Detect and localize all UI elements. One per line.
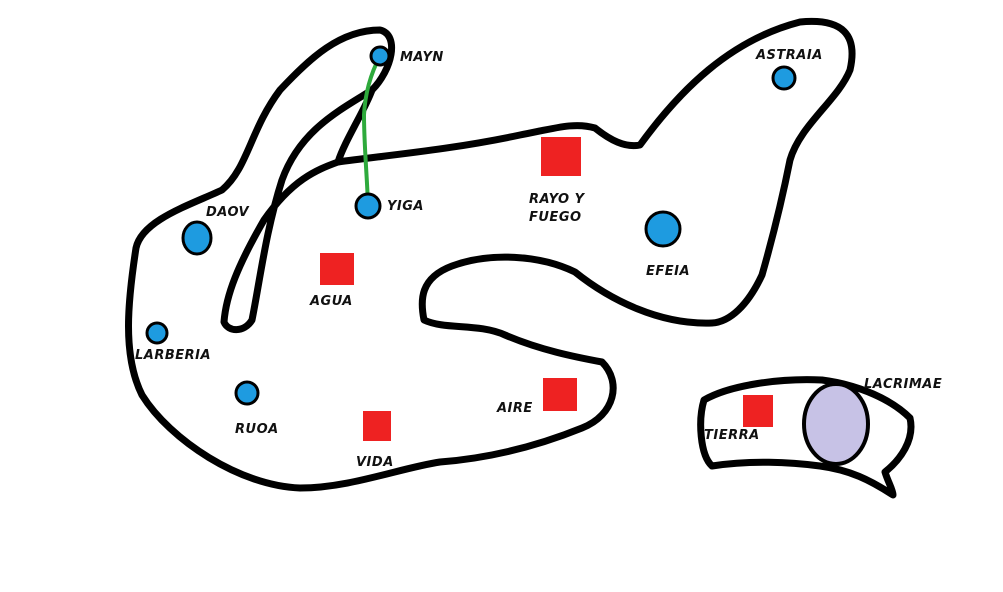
temple-tierra-marker[interactable] xyxy=(743,395,773,427)
label-daov: DAOV xyxy=(206,205,250,220)
city-efeia-marker[interactable] xyxy=(644,210,682,248)
city-larberia-marker[interactable] xyxy=(145,321,169,345)
label-yiga: YIGA xyxy=(387,199,424,214)
label-larberia: LARBERIA xyxy=(135,348,211,363)
temple-rayo-y-fuego-marker[interactable] xyxy=(541,137,581,176)
city-astraia-marker[interactable] xyxy=(771,65,797,91)
city-daov-marker[interactable] xyxy=(181,220,213,256)
city-markers xyxy=(145,45,797,406)
label-mayn: MAYN xyxy=(400,50,444,65)
city-yiga-marker[interactable] xyxy=(354,192,382,220)
city-ruoa-marker[interactable] xyxy=(234,380,260,406)
temple-agua-marker[interactable] xyxy=(320,253,354,285)
label-tierra: TIERRA xyxy=(704,428,760,443)
route-mayn-yiga[interactable] xyxy=(361,54,382,207)
temple-markers xyxy=(320,137,773,441)
city-mayn-marker[interactable] xyxy=(369,45,391,67)
map-labels: MAYN YIGA DAOV LARBERIA RUOA EFEIA ASTRA… xyxy=(135,48,942,470)
label-astraia: ASTRAIA xyxy=(755,48,823,63)
label-rayo-y-fuego-line2: FUEGO xyxy=(529,210,582,225)
temple-aire-marker[interactable] xyxy=(543,378,577,411)
label-rayo-y-fuego-line1: RAYO Y xyxy=(529,192,586,207)
label-aire: AIRE xyxy=(496,401,533,416)
label-vida: VIDA xyxy=(356,455,394,470)
label-lacrimae: LACRIMAE xyxy=(864,377,942,392)
label-agua: AGUA xyxy=(309,294,353,309)
lake-lacrimae[interactable] xyxy=(802,382,870,466)
label-ruoa: RUOA xyxy=(235,422,279,437)
temple-vida-marker[interactable] xyxy=(363,411,391,441)
main-continent xyxy=(125,17,856,492)
label-efeia: EFEIA xyxy=(646,264,690,279)
